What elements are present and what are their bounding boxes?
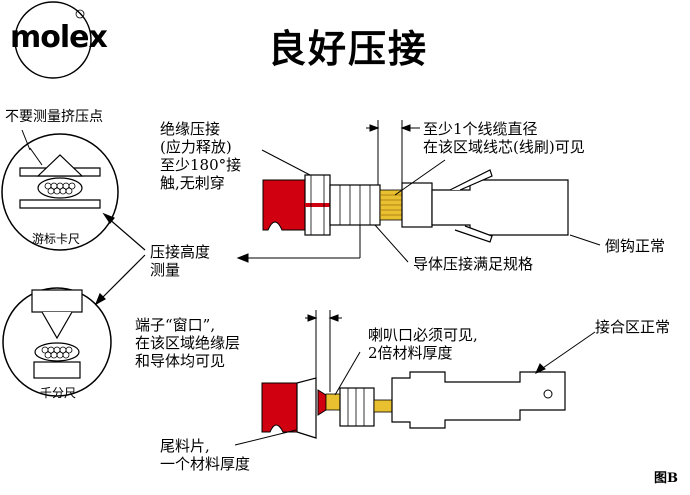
caliper-label: 游标卡尺: [32, 232, 81, 246]
molex-logo-text: molex: [10, 20, 108, 55]
crimp-height-label: 压接高度 测量: [150, 243, 211, 279]
top-dimension-lines: [236, 120, 601, 263]
conductor-spec-label: 导体压接满足规格: [413, 255, 534, 273]
micrometer-illustration: [2, 287, 112, 397]
bellmouth-label: 喇叭口必须可见, 2倍材料厚度: [368, 326, 478, 362]
top-terminal: [262, 169, 569, 243]
bottom-terminal: [261, 371, 566, 439]
micrometer-label: 千分尺: [40, 386, 77, 400]
window-label: 端子“窗口”, 在该区域绝缘层 和导体均可见: [135, 316, 241, 370]
bottom-dimension-lines: [234, 310, 596, 446]
barb-ok-label: 倒钩正常: [605, 237, 666, 255]
no-measure-label: 不要测量挤压点: [5, 109, 103, 125]
tail-tab-label: 尾料片, 一个材料厚度: [160, 437, 251, 473]
page-title: 良好压接: [268, 26, 429, 71]
figure-label: 图B: [654, 471, 678, 486]
mating-ok-label: 接合区正常: [595, 318, 671, 336]
insulation-crimp-label: 绝缘压接 (应力释放) 至少180°接 触,无刺穿: [160, 120, 242, 192]
caliper-illustration: [1, 129, 119, 251]
one-wire-dia-label: 至少1个线缆直径 在该区域线芯(线刷)可见: [423, 120, 585, 156]
crimp-height-arrows: [94, 212, 146, 306]
molex-logo: [14, 1, 92, 79]
